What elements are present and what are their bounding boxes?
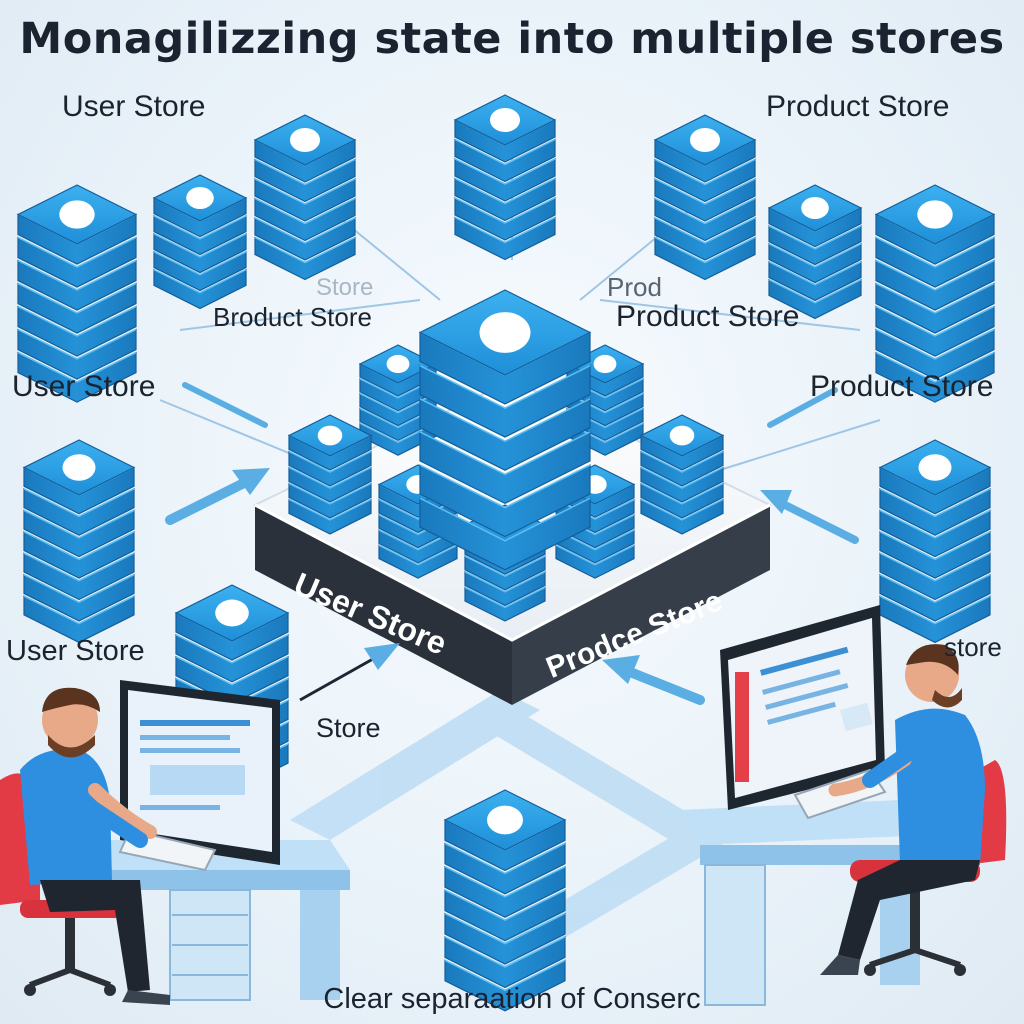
store-stack-icon: [443, 789, 567, 1012]
arrow-left-upper: [182, 382, 268, 428]
label-product-store-right: Product Store: [810, 370, 994, 403]
person-left: [20, 687, 170, 1005]
store-stack-icon: [16, 184, 138, 403]
monitor-left: [120, 680, 280, 865]
label-user-store-mid: User Store: [12, 370, 156, 403]
store-stack-icon: [287, 414, 373, 535]
arrow-left-to-platform: [165, 468, 270, 525]
developer-right: [680, 605, 1007, 1006]
arrow-right-side: [760, 490, 859, 544]
label-store-faint: Store: [316, 274, 374, 301]
diagram-caption: Clear separaation of Conserc: [323, 983, 701, 1015]
arrows: [165, 382, 859, 705]
desk-right: [680, 800, 930, 1006]
arrow-right-upper: [767, 387, 838, 428]
label-user-store-top: User Store: [62, 90, 206, 123]
store-stack-icon: [878, 439, 992, 644]
store-stack-icon: [653, 114, 757, 281]
desk-left: [70, 840, 350, 1001]
label-user-store-bottom: User Store: [6, 635, 145, 667]
label-product-store-mid-right: Product Store: [616, 300, 800, 333]
store-stacks: [16, 94, 996, 1012]
label-product-store-top: Product Store: [766, 90, 950, 123]
store-stack-icon: [639, 414, 725, 535]
store-stack-icon: [874, 184, 996, 403]
arrow-right-to-platform: [602, 655, 705, 705]
arrow-store-to-platform: [299, 643, 400, 702]
developer-left: [0, 680, 350, 1005]
store-stack-icon: [767, 184, 863, 320]
label-prod-faint: Prod: [607, 272, 662, 302]
person-right: [820, 644, 985, 975]
label-store-arrow: Store: [316, 713, 381, 743]
store-stack-icon: [22, 439, 136, 644]
store-stack-icon: [418, 289, 592, 571]
diagram-title: Monagilizzing state into multiple stores: [19, 14, 1005, 64]
label-product-store-mid-left: Broduct Store: [213, 302, 372, 332]
store-stack-icon: [453, 94, 557, 261]
store-stack-icon: [152, 174, 248, 310]
label-store-fragment-right: store: [944, 632, 1002, 662]
monitor-right: [720, 605, 885, 810]
store-stack-icon: [253, 114, 357, 281]
